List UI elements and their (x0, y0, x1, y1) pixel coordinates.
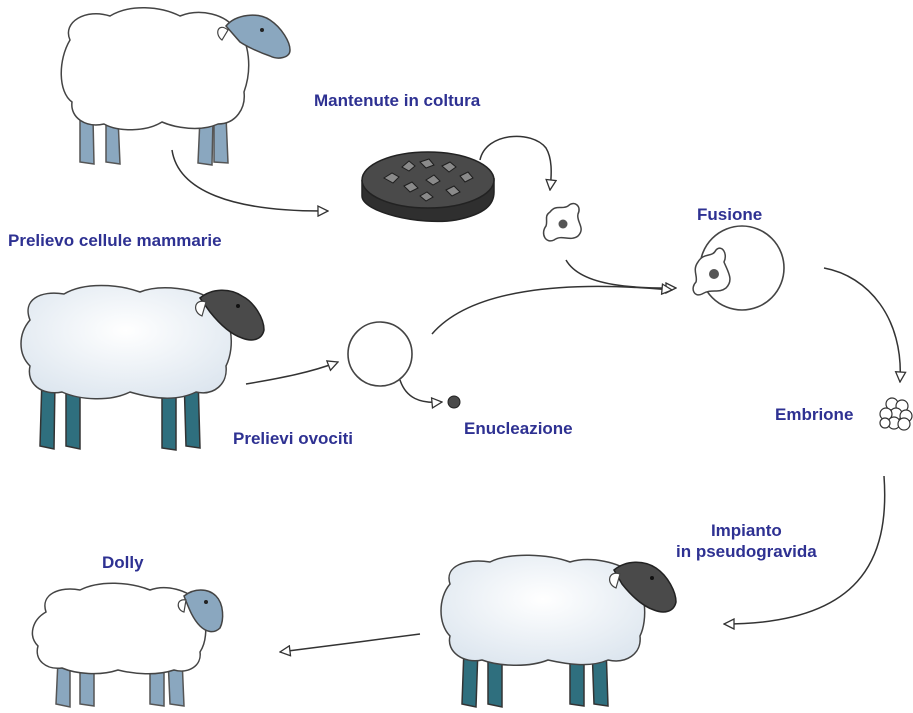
oocyte (348, 322, 412, 386)
arrow-fusion-to-embryo (824, 268, 900, 382)
label-prelievi-ovociti: Prelievi ovociti (233, 428, 353, 449)
petri-dish-culture (362, 152, 494, 221)
arrow-surrogate-to-dolly (280, 634, 420, 652)
label-mantenute-in-coltura: Mantenute in coltura (314, 90, 480, 111)
extracted-nucleus (448, 396, 460, 408)
fusion-cell (693, 226, 784, 310)
embryo-icon (880, 398, 912, 430)
donor-sheep-mammary (61, 8, 290, 165)
label-embrione: Embrione (775, 404, 853, 425)
donor-sheep-oocytes (21, 286, 264, 451)
dolly-sheep (32, 583, 222, 707)
label-dolly: Dolly (102, 552, 144, 573)
label-enucleazione: Enucleazione (464, 418, 573, 439)
label-fusione: Fusione (697, 204, 762, 225)
label-impianto-in-pseudogravida: Impianto in pseudogravida (676, 520, 817, 562)
arrow-enucleation (400, 380, 442, 402)
arrow-sheep-to-oocyte (246, 362, 338, 384)
label-impianto-line1: Impianto (676, 520, 817, 541)
mammary-cell (544, 204, 582, 241)
label-impianto-line2: in pseudogravida (676, 541, 817, 562)
arrow-oocyte-to-fusion (432, 286, 672, 334)
arrow-mammary-to-dish (172, 150, 328, 211)
label-prelievo-cellule-mammarie: Prelievo cellule mammarie (8, 230, 222, 251)
surrogate-sheep (441, 555, 676, 707)
arrow-cell-to-fusion (566, 260, 676, 288)
